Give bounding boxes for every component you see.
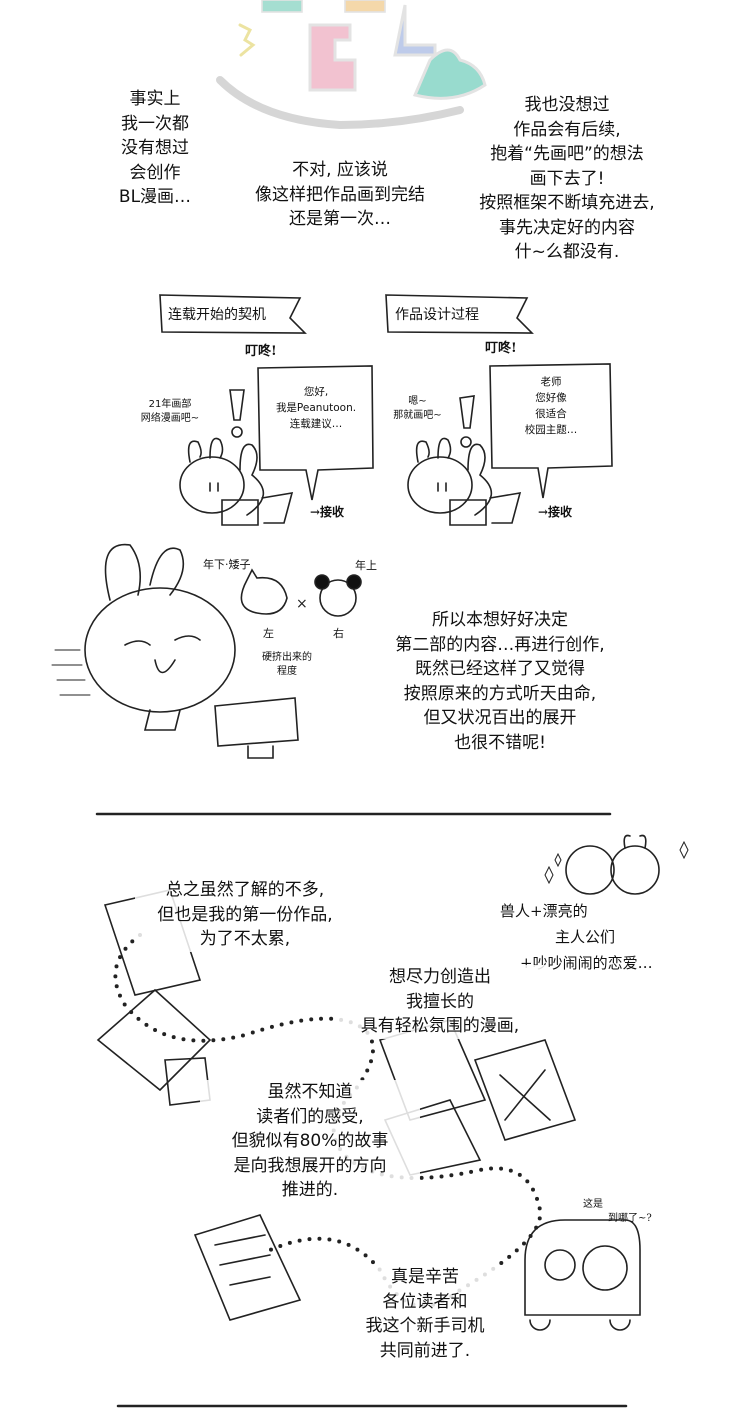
banner-left: 连载开始的契机 xyxy=(168,307,266,323)
text-line: 到哪了~? xyxy=(608,1213,652,1224)
caption-line: 我这个新手司机 xyxy=(365,1316,485,1336)
caption-line: 读者们的感受, xyxy=(256,1106,364,1127)
sfx-doorbell: 叮咚! xyxy=(485,341,517,356)
label-right: 右 xyxy=(333,627,344,640)
text-line: 您好像 xyxy=(535,392,567,404)
banner-right: 作品设计过程 xyxy=(395,307,479,323)
caption-line: 但貌似有80%的故事 xyxy=(231,1131,389,1151)
svg-text:×: × xyxy=(296,596,308,612)
text-line: 兽人+漂亮的 xyxy=(500,902,588,920)
text-line: 这是 xyxy=(583,1199,603,1210)
label-left: 左 xyxy=(263,627,274,640)
text-line: 校园主题… xyxy=(524,424,578,436)
action-receive: →接收 xyxy=(538,505,573,519)
caption-line: 虽然不知道 xyxy=(267,1082,353,1102)
caption-line: 我擅长的 xyxy=(406,991,474,1012)
caption-line: 画下去了! xyxy=(529,168,605,189)
caption-line: 我也没想过 xyxy=(524,95,610,115)
text-line: 那就画吧~ xyxy=(393,410,442,421)
sfx-doorbell: 叮咚! xyxy=(245,344,277,359)
banner-shape xyxy=(385,294,534,334)
caption-line: 共同前进了. xyxy=(379,1340,471,1361)
caption-line: 按照框架不断填充进去, xyxy=(479,193,655,213)
caption-line: 按照原来的方式听天由命, xyxy=(403,683,597,704)
caption-line: 什~么都没有. xyxy=(514,242,620,262)
action-receive: →接收 xyxy=(310,505,345,519)
text-line: 硬挤出来的 xyxy=(262,652,312,663)
side-text-right: 嗯~ 那就画吧~ xyxy=(390,395,445,423)
caption-panel3: 所以本想好好决定 第二部的内容…再进行创作, 既然已经这样了又觉得 按照原来的方… xyxy=(380,608,620,755)
caption-line: 总之虽然了解的不多, xyxy=(165,880,325,900)
caption-line: 具有轻松氛围的漫画, xyxy=(360,1016,520,1036)
car-note: 这是 到哪了~? xyxy=(583,1198,652,1226)
caption-line: 作品会有后续, xyxy=(513,119,621,140)
caption-line: 事实上 xyxy=(129,89,181,109)
text-line: 很适合 xyxy=(535,408,567,420)
text-line: 老师 xyxy=(540,376,562,388)
label-younger: 年下·矮子 xyxy=(203,558,251,571)
speech-bubble-left: 您好, 我是Peanutoon. 连载建议… xyxy=(262,384,370,432)
watermark-logo xyxy=(216,0,487,130)
text-line: 您好, xyxy=(303,386,329,398)
text-line: 主人公们 xyxy=(555,928,616,946)
caption-line: 没有想过 xyxy=(121,138,189,158)
caption-a: 事实上 我一次都 没有想过 会创作 BL漫画… xyxy=(95,87,215,210)
caption-line: 第二部的内容…再进行创作, xyxy=(395,634,605,655)
caption-line: 会创作 xyxy=(129,162,181,183)
caption-line: 真是辛苦 xyxy=(391,1267,459,1287)
caption-line: 各位读者和 xyxy=(382,1291,468,1312)
text-line: 我是Peanutoon. xyxy=(275,402,357,414)
caption-line: BL漫画… xyxy=(118,187,192,207)
caption-line: 但也是我的第一份作品, xyxy=(157,904,333,925)
caption-d: 真是辛苦 各位读者和 我这个新手司机 共同前进了. xyxy=(345,1265,505,1363)
caption-line: 为了不太累, xyxy=(199,929,291,949)
text-line: 网络漫画吧~ xyxy=(140,413,200,424)
caption-line: 但又状况百出的展开 xyxy=(423,708,577,728)
text-line: 21年画部 xyxy=(148,399,192,410)
caption-c: 虽然不知道 读者们的感受, 但貌似有80%的故事 是向我想展开的方向 推进的. xyxy=(200,1080,420,1203)
side-text-left: 21年画部 网络漫画吧~ xyxy=(135,398,205,426)
speech-bubble-right: 老师 您好像 很适合 校园主题… xyxy=(495,374,607,438)
caption-b: 想尽力创造出 我擅长的 具有轻松氛围的漫画, xyxy=(335,965,545,1039)
label-older: 年上 xyxy=(355,559,377,572)
text-line: +吵吵闹闹的恋爱… xyxy=(520,954,653,972)
caption-line: 还是第一次… xyxy=(289,209,391,229)
caption-b: 不对, 应该说 像这样把作品画到完结 还是第一次… xyxy=(230,158,450,232)
text-line: 嗯~ xyxy=(408,396,427,407)
caption-line: 推进的. xyxy=(281,1180,339,1200)
caption-line: 既然已经这样了又觉得 xyxy=(415,659,585,679)
caption-a: 总之虽然了解的不多, 但也是我的第一份作品, 为了不太累, xyxy=(135,878,355,952)
handwritten-note: 兽人+漂亮的 主人公们 +吵吵闹闹的恋爱… xyxy=(500,898,653,976)
banner-shape xyxy=(159,294,307,334)
caption-c: 我也没想过 作品会有后续, 抱着“先画吧”的想法 画下去了! 按照框架不断填充进… xyxy=(457,93,677,265)
caption-line: 我一次都 xyxy=(121,113,189,134)
caption-line: 抱着“先画吧”的想法 xyxy=(490,144,644,164)
caption-line: 所以本想好好决定 xyxy=(432,610,568,630)
caption-line: 是向我想展开的方向 xyxy=(233,1155,387,1176)
caption-line: 事先决定好的内容 xyxy=(499,217,635,238)
text-line: 程度 xyxy=(277,666,297,677)
caption-line: 像这样把作品画到完结 xyxy=(255,184,425,205)
text-line: 连载建议… xyxy=(289,418,343,430)
note-squeezed: 硬挤出来的 程度 xyxy=(252,651,322,679)
caption-line: 也很不错呢! xyxy=(454,732,546,753)
caption-line: 想尽力创造出 xyxy=(389,967,491,987)
caption-line: 不对, 应该说 xyxy=(292,160,388,180)
